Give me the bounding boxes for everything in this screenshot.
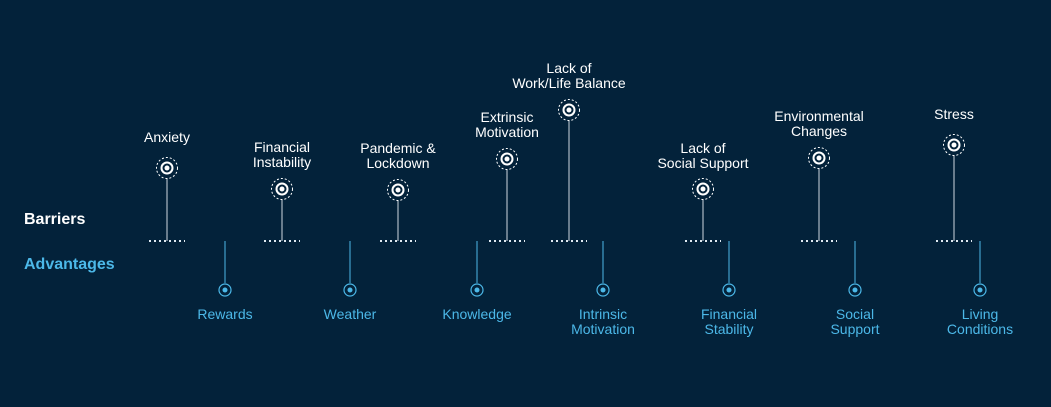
advantage-label: Social Support (830, 306, 880, 337)
barrier-node-dot (395, 187, 401, 193)
barriers-heading: Barriers (24, 211, 86, 228)
barrier-node-ring (943, 134, 965, 156)
barrier-node-dot (951, 142, 957, 148)
barrier-node-dot (279, 186, 285, 192)
advantage-node-circle (218, 283, 232, 297)
advantage-label: Rewards (197, 306, 253, 322)
barrier-node-dot (700, 186, 706, 192)
barrier-node-ring (156, 157, 178, 179)
advantage-node-dot (726, 287, 732, 293)
advantage-node-circle (722, 283, 736, 297)
barrier-label: Financial Instability (252, 139, 312, 170)
advantage-node-dot (347, 287, 353, 293)
barrier-node-ring (387, 179, 409, 201)
barrier-node-ring (271, 178, 293, 200)
advantage-label: Weather (323, 306, 377, 322)
barrier-label: Environmental Changes (774, 108, 864, 139)
advantage-node-circle (848, 283, 862, 297)
advantage-node-dot (977, 287, 983, 293)
advantage-node-dot (852, 287, 858, 293)
advantage-label: Intrinsic Motivation (571, 306, 635, 337)
barrier-node-ring (692, 178, 714, 200)
advantage-node-circle (470, 283, 484, 297)
barrier-node-circle (275, 182, 289, 196)
barrier-node-circle (947, 138, 961, 152)
barrier-node-dot (164, 165, 170, 171)
barrier-node-ring (496, 148, 518, 170)
barrier-node-circle (812, 151, 826, 165)
barrier-label: Lack of Social Support (657, 140, 749, 171)
advantage-label: Knowledge (442, 306, 512, 322)
barrier-node-dot (504, 156, 510, 162)
barrier-label: Lack of Work/Life Balance (512, 60, 626, 91)
barrier-node-ring (558, 99, 580, 121)
advantage-node-dot (474, 287, 480, 293)
barrier-node-circle (391, 183, 405, 197)
barrier-node-circle (696, 182, 710, 196)
barrier-label: Extrinsic Motivation (475, 109, 539, 140)
barrier-node-circle (160, 161, 174, 175)
barrier-label: Anxiety (144, 129, 190, 145)
advantage-label: Financial Stability (700, 306, 758, 337)
barrier-node-circle (562, 103, 576, 117)
barrier-label: Stress (934, 106, 974, 122)
barrier-node-circle (500, 152, 514, 166)
barrier-node-dot (566, 107, 572, 113)
advantages-heading: Advantages (24, 256, 115, 273)
barrier-node-dot (816, 155, 822, 161)
barrier-node-ring (808, 147, 830, 169)
advantage-node-circle (343, 283, 357, 297)
barrier-label: Pandemic & Lockdown (360, 140, 436, 171)
advantage-label: Living Conditions (946, 306, 1014, 337)
advantage-node-circle (973, 283, 987, 297)
advantage-node-dot (600, 287, 606, 293)
advantage-node-dot (222, 287, 228, 293)
advantage-node-circle (596, 283, 610, 297)
